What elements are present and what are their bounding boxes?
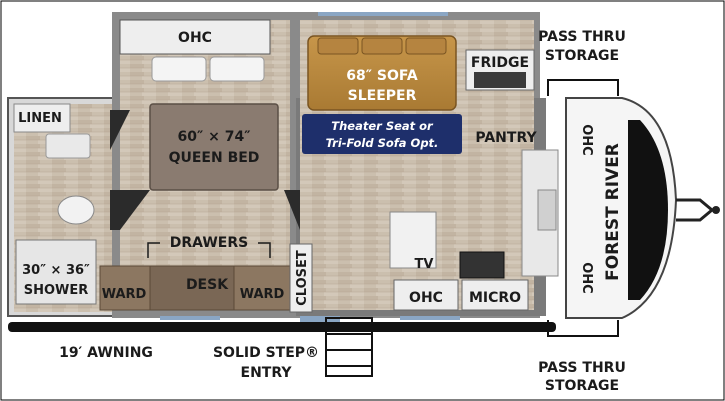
- closet: [289, 243, 313, 313]
- label-brand: FOREST RIVER: [603, 143, 623, 281]
- label-ohc-kitchen: OHC: [409, 290, 443, 306]
- window-desk: [160, 316, 220, 320]
- label-ward-left: WARD: [102, 287, 147, 302]
- label-sofa-name: SLEEPER: [348, 88, 417, 104]
- pillow-right: [209, 56, 265, 82]
- label-bed-name: QUEEN BED: [169, 150, 260, 166]
- window-sofa: [318, 12, 448, 16]
- microwave: [461, 279, 529, 311]
- desk: [149, 265, 235, 311]
- label-desk: DESK: [186, 277, 229, 293]
- label-ohc-front-top: OHC: [579, 124, 594, 155]
- kitchen-sink: [537, 189, 557, 231]
- label-pass-thru-bottom-1: PASS THRU: [538, 360, 626, 376]
- label-entry-line2: ENTRY: [241, 365, 293, 381]
- label-entry-line1: SOLID STEP®: [213, 345, 319, 361]
- label-option-line1: Theater Seat or: [331, 119, 434, 133]
- drawers-bracket-right: [258, 242, 271, 258]
- entry-door-glass: [300, 316, 340, 322]
- sofa-cushion-1: [317, 37, 359, 55]
- label-ward-right: WARD: [240, 287, 285, 302]
- toilet: [57, 195, 95, 225]
- front-cap-band: [628, 120, 668, 300]
- window-kitchen: [400, 316, 460, 320]
- wardrobe-right: [233, 265, 291, 311]
- bedroom-wall-left: [110, 190, 150, 230]
- hitch-ball: [712, 206, 720, 214]
- label-fridge: FRIDGE: [471, 55, 529, 71]
- label-ohc-front-bottom: OHC: [579, 262, 594, 293]
- label-drawers: DRAWERS: [170, 235, 248, 251]
- stove: [459, 251, 505, 279]
- linen-cabinet: [13, 103, 71, 133]
- bedroom-wall-upper: [110, 110, 130, 150]
- label-option-line2: Tri-Fold Sofa Opt.: [326, 136, 439, 150]
- label-pass-thru-top-2: STORAGE: [545, 48, 619, 64]
- awning-bar: [8, 322, 556, 332]
- entry-steps: [325, 317, 373, 377]
- label-pass-thru-bottom-2: STORAGE: [545, 378, 619, 394]
- sofa-cushion-2: [361, 37, 403, 55]
- sofa-cushion-3: [405, 37, 447, 55]
- shower: [15, 239, 97, 305]
- bedroom-wall-right: [284, 190, 300, 230]
- label-tv: TV: [415, 257, 434, 272]
- pass-thru-top-bracket: [547, 79, 619, 96]
- ohc-bedroom-cabinet: [119, 19, 271, 55]
- label-ohc-bedroom: OHC: [178, 30, 212, 46]
- ohc-kitchen-cabinet: [393, 279, 459, 311]
- label-bed-size: 60″ × 74″: [178, 129, 251, 145]
- label-awning: 19′ AWNING: [59, 345, 153, 361]
- fridge-door: [474, 72, 526, 88]
- label-shower-name: SHOWER: [24, 283, 89, 298]
- wardrobe-left: [99, 265, 151, 311]
- label-pass-thru-top-1: PASS THRU: [538, 29, 626, 45]
- queen-bed: [149, 103, 279, 191]
- label-micro: MICRO: [469, 290, 521, 306]
- option-badge: [302, 114, 462, 154]
- bath-sink: [45, 133, 91, 159]
- drawers-bracket-left: [147, 242, 160, 258]
- label-pantry: PANTRY: [475, 130, 537, 146]
- pillow-left: [151, 56, 207, 82]
- label-shower-size: 30″ × 36″: [22, 263, 90, 278]
- island: [389, 211, 437, 269]
- label-linen: LINEN: [18, 111, 62, 126]
- label-closet: CLOSET: [295, 250, 310, 306]
- label-sofa-size: 68″ SOFA: [346, 68, 418, 84]
